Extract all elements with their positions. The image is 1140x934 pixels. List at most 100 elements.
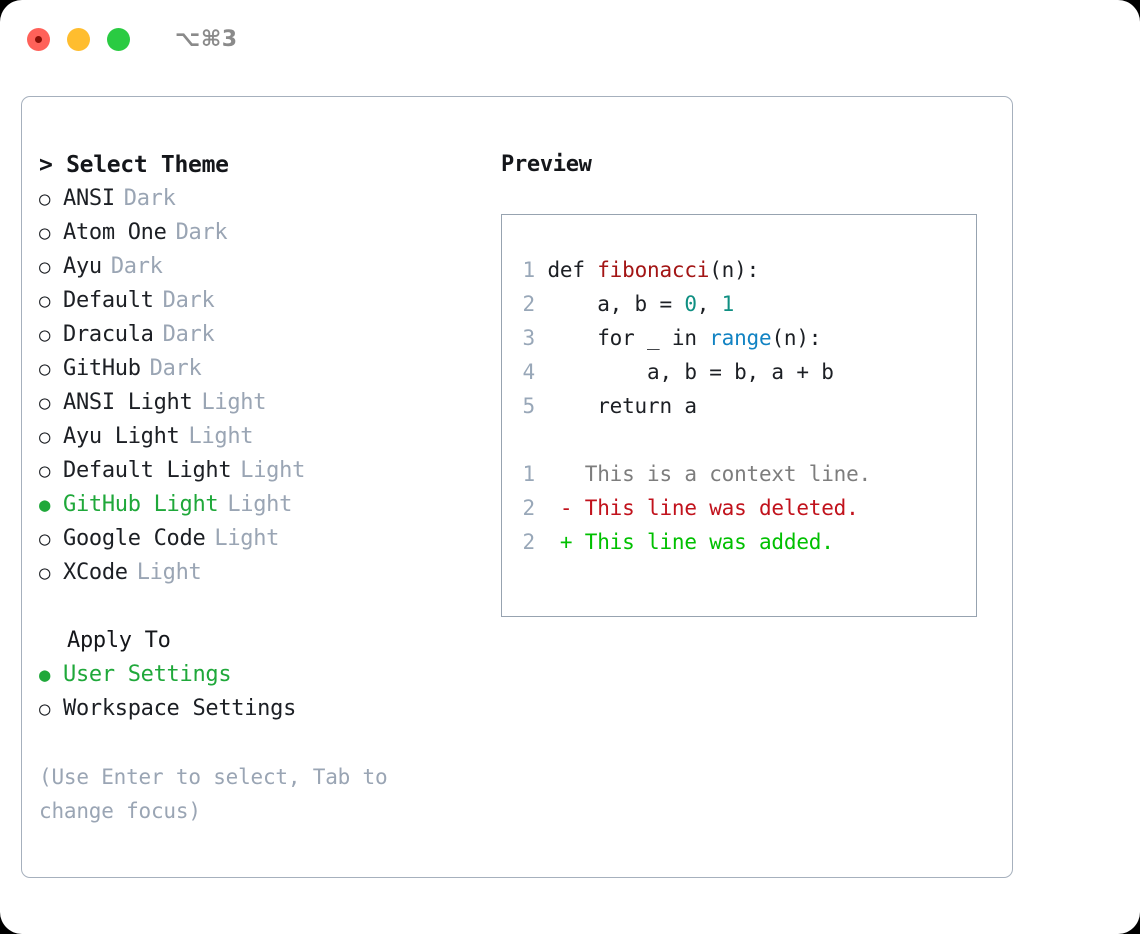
theme-option-label: GitHub <box>63 356 141 381</box>
code-token: 0 <box>684 292 697 316</box>
theme-option-1[interactable]: ○ Atom One Dark <box>39 216 479 250</box>
hint-spacer <box>39 726 479 760</box>
line-number: 5 <box>522 394 536 418</box>
code-diff-spacer <box>522 423 976 457</box>
theme-option-7[interactable]: ○ Ayu Light Light <box>39 420 479 454</box>
radio-unselected-icon: ○ <box>39 290 51 312</box>
theme-variant-label: Dark <box>175 220 228 245</box>
code-token: + This line was added. <box>547 530 834 554</box>
diff-line-1: 2 - This line was deleted. <box>522 491 976 525</box>
window-controls <box>27 27 130 51</box>
theme-variant-label: Dark <box>162 322 215 347</box>
theme-variant-label: Dark <box>123 186 176 211</box>
theme-option-label: XCode <box>63 560 128 585</box>
code-token: - This line was deleted. <box>547 496 859 520</box>
radio-unselected-icon: ○ <box>39 256 51 278</box>
code-token: for _ in <box>547 326 710 350</box>
apply-to-option-1[interactable]: ○ Workspace Settings <box>39 692 479 726</box>
code-line-0: 1 def fibonacci(n): <box>522 253 976 287</box>
code-token: This is a context line. <box>547 462 871 486</box>
theme-option-2[interactable]: ○ Ayu Dark <box>39 250 479 284</box>
theme-variant-label: Light <box>188 424 254 449</box>
diff-line-0: 1 This is a context line. <box>522 457 976 491</box>
code-token: def <box>547 258 598 282</box>
theme-option-label: Default <box>63 288 154 313</box>
theme-option-label: ANSI Light <box>63 390 193 415</box>
line-number: 4 <box>522 360 536 384</box>
radio-unselected-icon: ○ <box>39 222 51 244</box>
line-number: 3 <box>522 326 536 350</box>
line-number: 2 <box>522 292 536 316</box>
line-number: 2 <box>522 496 536 520</box>
code-token: , <box>696 292 722 316</box>
theme-variant-label: Dark <box>149 356 202 381</box>
line-number: 2 <box>522 530 536 554</box>
code-token: return a <box>547 394 697 418</box>
code-token: (n): <box>709 258 760 282</box>
radio-unselected-icon: ○ <box>39 188 51 210</box>
keyboard-hint: (Use Enter to select, Tab to change focu… <box>39 765 388 823</box>
code-token: 1 <box>721 292 735 316</box>
theme-variant-label: Light <box>201 390 267 415</box>
theme-option-11[interactable]: ○ XCode Light <box>39 556 479 590</box>
title-bar: ⌥⌘3 <box>0 0 1140 78</box>
theme-variant-label: Light <box>240 458 306 483</box>
theme-variant-label: Dark <box>110 254 163 279</box>
theme-variant-label: Light <box>136 560 202 585</box>
zoom-button[interactable] <box>107 27 130 51</box>
theme-option-9[interactable]: ● GitHub Light Light <box>39 488 479 522</box>
radio-selected-icon: ● <box>39 664 51 686</box>
theme-option-label: Dracula <box>63 322 154 347</box>
minimize-button[interactable] <box>67 27 90 51</box>
theme-option-label: Default Light <box>63 458 232 483</box>
radio-unselected-icon: ○ <box>39 358 51 380</box>
apply-to-option-label: User Settings <box>63 662 232 687</box>
radio-unselected-icon: ○ <box>39 324 51 346</box>
radio-unselected-icon: ○ <box>39 698 51 720</box>
close-button[interactable] <box>27 27 50 51</box>
apply-to-option-0[interactable]: ● User Settings <box>39 658 479 692</box>
select-theme-heading: > Select Theme <box>39 152 229 178</box>
theme-option-label: Ayu <box>63 254 102 279</box>
code-line-3: 4 a, b = b, a + b <box>522 355 976 389</box>
theme-variant-label: Light <box>227 492 293 517</box>
keyboard-shortcut-label: ⌥⌘3 <box>175 26 238 52</box>
radio-unselected-icon: ○ <box>39 528 51 550</box>
radio-unselected-icon: ○ <box>39 460 51 482</box>
theme-option-10[interactable]: ○ Google Code Light <box>39 522 479 556</box>
theme-option-4[interactable]: ○ Dracula Dark <box>39 318 479 352</box>
code-token: (n): <box>771 326 822 350</box>
code-token: a, b = <box>547 292 685 316</box>
theme-option-label: Google Code <box>63 526 206 551</box>
theme-option-label: Atom One <box>63 220 167 245</box>
theme-option-8[interactable]: ○ Default Light Light <box>39 454 479 488</box>
apply-to-list[interactable]: ● User Settings ○ Workspace Settings <box>39 658 479 726</box>
code-line-1: 2 a, b = 0, 1 <box>522 287 976 321</box>
theme-variant-label: Light <box>214 526 280 551</box>
theme-option-5[interactable]: ○ GitHub Dark <box>39 352 479 386</box>
theme-option-6[interactable]: ○ ANSI Light Light <box>39 386 479 420</box>
preview-title: Preview <box>501 152 592 177</box>
radio-unselected-icon: ○ <box>39 392 51 414</box>
theme-option-label: Ayu Light <box>63 424 180 449</box>
list-spacer <box>39 590 479 624</box>
theme-option-label: GitHub Light <box>63 492 219 517</box>
code-token: a, b = b, a + b <box>547 360 834 384</box>
apply-to-label: Apply To <box>67 628 171 653</box>
radio-selected-icon: ● <box>39 494 51 516</box>
radio-unselected-icon: ○ <box>39 426 51 448</box>
radio-unselected-icon: ○ <box>39 562 51 584</box>
code-line-4: 5 return a <box>522 389 976 423</box>
apply-to-option-label: Workspace Settings <box>63 696 297 721</box>
line-number: 1 <box>522 258 536 282</box>
preview-panel: Preview 1 def fibonacci(n):2 a, b = 0, 1… <box>501 148 991 617</box>
code-line-2: 3 for _ in range(n): <box>522 321 976 355</box>
code-token: range <box>709 326 772 350</box>
